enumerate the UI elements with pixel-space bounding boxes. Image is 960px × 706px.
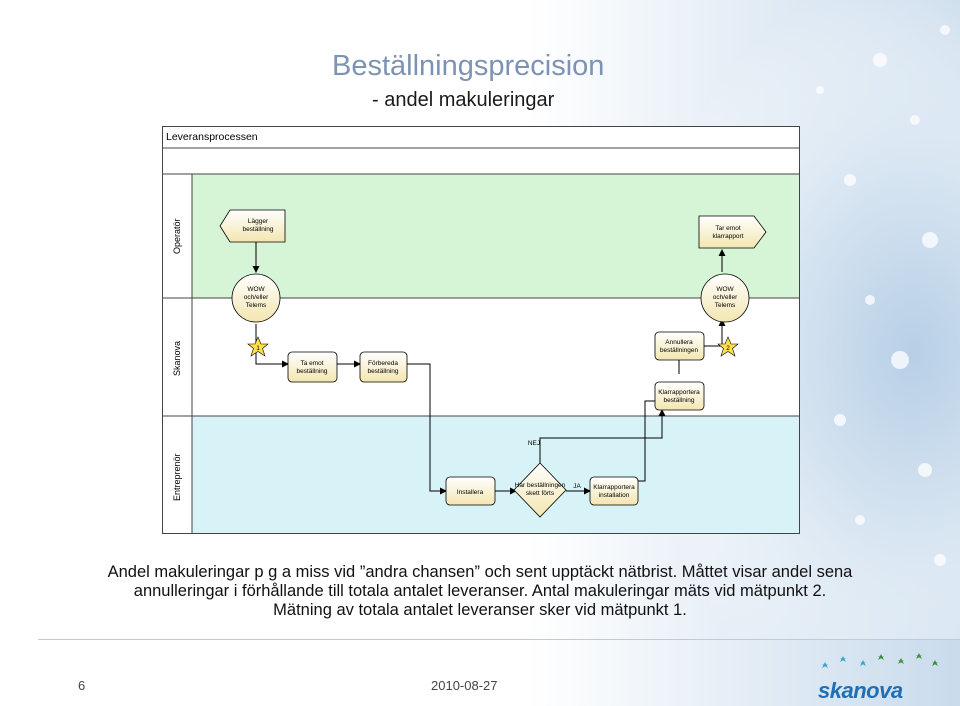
klarrapportera-line2: beställning — [663, 397, 694, 404]
slide-subtitle: - andel makuleringar — [372, 89, 555, 111]
lane-entrepreneur — [192, 416, 799, 533]
annullera-line1: Annullera — [665, 339, 693, 346]
lane-label-entrepreneur: Entreprenör — [172, 453, 182, 501]
klarrapportera-line1: Klarrapportera — [658, 389, 700, 396]
body-line-3: Mätning av totala antalet leveranser ske… — [273, 601, 687, 619]
process-diagram: .lbl { font-family:"Liberation Sans", sa… — [162, 126, 800, 534]
slide-body: Andel makuleringar p g a miss vid ”andra… — [40, 563, 920, 620]
measure-point-2-label: 2 — [726, 345, 730, 352]
lagger-line2: beställning — [242, 226, 273, 233]
lane-operator — [192, 174, 799, 298]
wow1-line2: och/eller — [244, 294, 269, 301]
klarrapportera-installation-shape — [589, 476, 639, 506]
slide-title: Beställningsprecision — [332, 50, 605, 82]
wow2-line1: WOW — [716, 286, 734, 293]
measure-point-2-star-icon — [717, 336, 739, 357]
taemot-klar-line2: klarrapport — [712, 233, 743, 240]
measure-point-1-star-icon — [247, 336, 269, 357]
forbereda-bestallning-shape — [359, 351, 408, 383]
wow-telems-1-shape — [231, 273, 281, 323]
annullera-line2: beställningen — [660, 347, 699, 354]
klar-install-line2: installation — [599, 492, 630, 499]
decision-diamond-shape — [513, 462, 567, 518]
ja-label: JA — [573, 483, 581, 490]
skanova-logo-text: skanova — [818, 678, 903, 703]
klar-install-line1: Klarrapportera — [593, 484, 635, 491]
wow1-line3: Telems — [246, 302, 267, 309]
installera-label: Installera — [457, 489, 484, 496]
lane-label-skanova: Skanova — [172, 341, 182, 376]
footer-divider — [38, 639, 960, 640]
taemot-best-line1: Ta emot — [300, 360, 323, 367]
forbereda-line1: Förbereda — [368, 360, 398, 367]
skanova-stars-logo-icon — [822, 653, 938, 668]
lane-skanova — [192, 298, 799, 416]
measure-point-1-label: 1 — [256, 345, 260, 352]
wow2-line3: Telems — [715, 302, 736, 309]
taemot-bestallning-shape — [287, 351, 338, 383]
klarrapportera-bestallning-shape — [654, 381, 705, 411]
footer-date: 2010-08-27 — [431, 678, 498, 693]
wow2-line2: och/eller — [713, 294, 738, 301]
taemot-klar-line1: Tar emot — [715, 225, 740, 232]
page-number: 6 — [78, 678, 86, 693]
wow-telems-2-shape — [700, 273, 750, 323]
nej-label: NEJ — [528, 440, 540, 447]
wow1-line1: WOW — [247, 286, 265, 293]
decision-line1: Har beställningen — [515, 482, 566, 489]
taemot-klarrapport-shape — [698, 215, 767, 249]
body-line-2: annulleringar i förhållande till totala … — [133, 582, 827, 600]
annullera-bestallningen-shape — [654, 331, 705, 361]
lagger-line1: Lägger — [248, 218, 269, 225]
taemot-best-line2: beställning — [296, 368, 327, 375]
forbereda-line2: beställning — [367, 368, 398, 375]
installera-shape — [445, 476, 496, 506]
decision-line2: skett förts — [526, 490, 555, 497]
lane-label-operator: Operatör — [172, 218, 182, 254]
body-line-1: Andel makuleringar p g a miss vid ”andra… — [107, 563, 853, 581]
diagram-title: Leveransprocessen — [166, 131, 258, 143]
lagger-bestallning-shape — [219, 209, 286, 243]
